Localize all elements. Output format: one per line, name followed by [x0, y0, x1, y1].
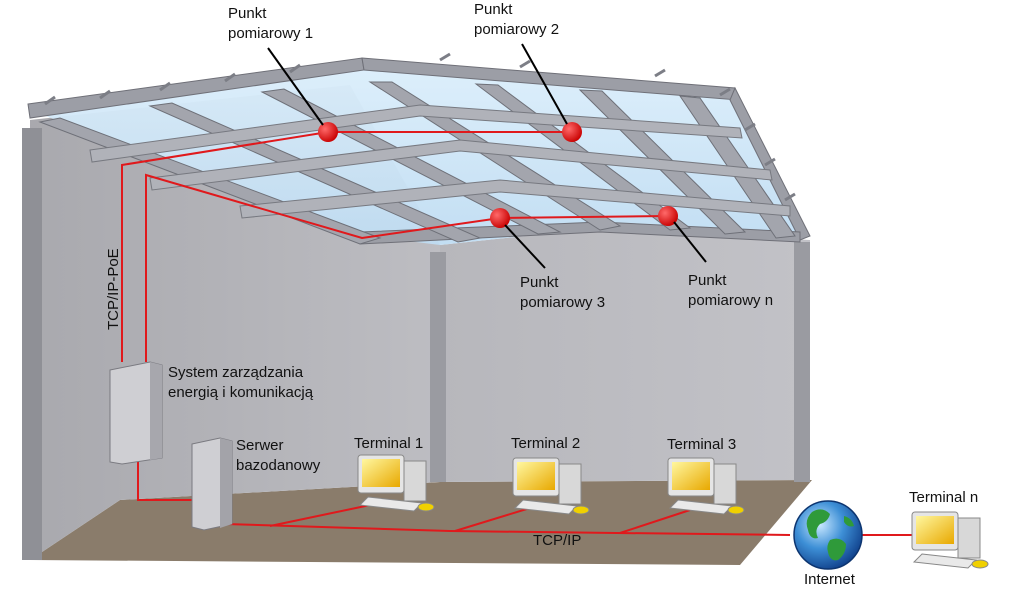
punkt-3-line-2: pomiarowy 3	[520, 294, 605, 311]
terminal-n-label: Terminal n	[909, 489, 978, 506]
punkt-1-label: Punkt pomiarowy 1	[228, 5, 313, 42]
punkt-2-label: Punkt pomiarowy 2	[474, 1, 559, 38]
tcpip-label: TCP/IP	[533, 532, 581, 549]
punkt-2-line-1: Punkt	[474, 1, 513, 18]
internet-label: Internet	[804, 571, 856, 588]
network-cabling	[121, 131, 915, 536]
punkt-n-line-2: pomiarowy n	[688, 292, 773, 309]
punkt-3-label: Punkt pomiarowy 3	[520, 274, 605, 311]
terminal-n-computer[interactable]	[911, 511, 989, 569]
internet-globe-icon[interactable]	[793, 500, 863, 570]
serwer-line-2: bazodanowy	[236, 457, 321, 474]
punkt-1-line-1: Punkt	[228, 5, 267, 22]
leader-lines	[267, 43, 707, 269]
left-column	[22, 128, 42, 560]
terminal-2-computer[interactable]	[512, 457, 590, 515]
back-column-right	[794, 242, 810, 482]
punkt-n-label: Punkt pomiarowy n	[688, 272, 773, 309]
database-server[interactable]	[191, 437, 233, 531]
terminal-1-computer[interactable]	[357, 454, 435, 512]
terminal-2-label: Terminal 2	[511, 435, 580, 452]
sensor-point-n[interactable]	[658, 206, 678, 226]
punkt-3-line-1: Punkt	[520, 274, 559, 291]
back-column-left	[430, 252, 446, 482]
punkt-2-line-2: pomiarowy 2	[474, 21, 559, 38]
roof-cross-beams	[89, 104, 791, 219]
system-cabinet[interactable]	[109, 361, 163, 465]
system-label: System zarządzania energią i komunikacją	[168, 364, 314, 401]
serwer-label: Serwer bazodanowy	[236, 437, 321, 474]
back-wall	[440, 228, 810, 482]
terminal-3-label: Terminal 3	[667, 436, 736, 453]
punkt-n-line-1: Punkt	[688, 272, 727, 289]
terminal-3-computer[interactable]	[667, 457, 745, 515]
sensor-point-2[interactable]	[562, 122, 582, 142]
system-line-2: energią i komunikacją	[168, 384, 314, 401]
sensor-point-3[interactable]	[490, 208, 510, 228]
roof-rafters	[44, 52, 796, 202]
tcpip-poe-label: TCP/IP-PoE	[105, 248, 122, 330]
terminal-1-label: Terminal 1	[354, 435, 423, 452]
sensor-point-1[interactable]	[318, 122, 338, 142]
punkt-1-line-2: pomiarowy 1	[228, 25, 313, 42]
system-line-1: System zarządzania	[168, 364, 304, 381]
serwer-line-1: Serwer	[236, 437, 284, 454]
